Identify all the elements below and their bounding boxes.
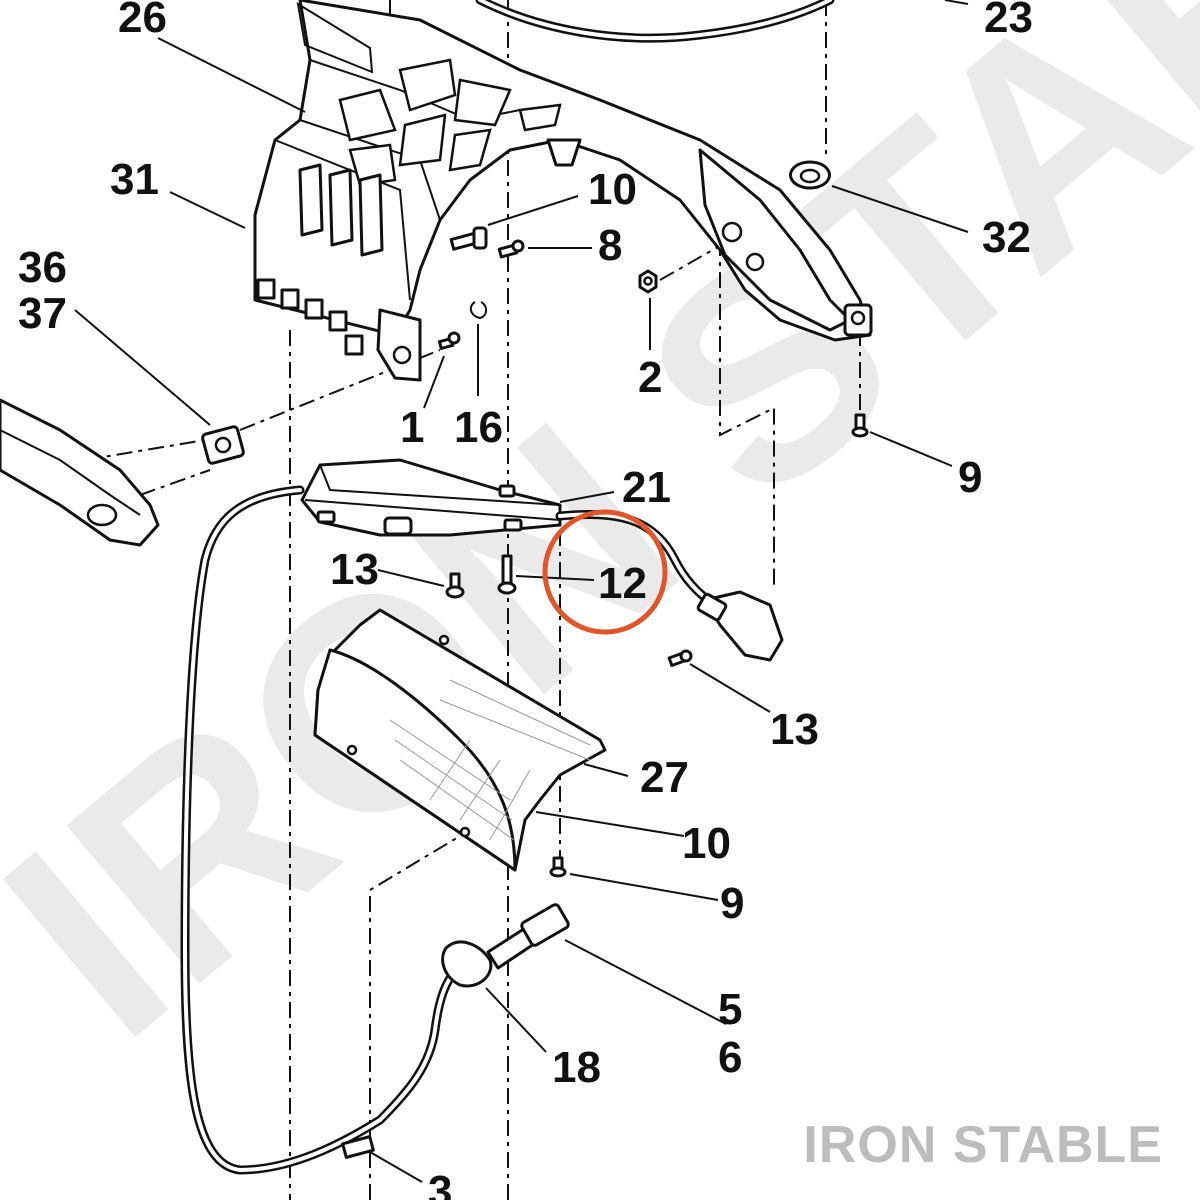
cable-23 [475,0,835,43]
callout-13-left: 13 [330,545,379,594]
cover-grid [389,679,591,841]
callout-5: 5 [718,985,742,1034]
callout-2: 2 [638,353,662,402]
callout-36: 36 [18,243,67,292]
callout-3: 3 [428,1167,452,1200]
callout-12: 12 [598,559,647,608]
screw-13-right [667,649,693,667]
nut-2-hole [643,276,653,286]
callout-21: 21 [622,463,671,512]
callout-10-upper: 10 [588,165,637,214]
control-module-21 [300,458,562,537]
screw-9-lower [549,856,567,878]
mounting-bracket [253,0,873,382]
callout-31: 31 [110,155,159,204]
screw-8 [497,239,525,259]
callout-labels: 26 23 31 10 8 32 36 37 2 1 16 9 21 13 12… [18,0,1033,1200]
callout-23: 23 [984,0,1033,42]
cover-27 [313,608,607,872]
bracket-cutouts [338,58,562,187]
callout-6: 6 [718,1033,742,1082]
leader-lines [74,0,969,1183]
callout-10-lower: 10 [682,819,731,868]
clip-16 [469,301,488,320]
bracket-tabs [256,278,364,356]
harness-right [555,509,784,662]
bolt-10-upper [449,226,488,251]
cable-18 [180,485,570,1175]
callout-37: 37 [18,289,67,338]
callout-26: 26 [118,0,167,42]
callout-8: 8 [598,221,622,270]
screw-12 [497,554,517,595]
callout-9-upper: 9 [958,453,982,502]
screw-13-left [445,572,465,599]
brand-mark: IRON STABLE [803,1116,1163,1174]
screw-1 [437,331,461,350]
callout-32: 32 [982,213,1031,262]
bracket-fins [298,163,384,257]
callout-9-lower: 9 [720,879,744,928]
connector-36-37 [201,425,245,465]
callout-13-right: 13 [770,705,819,754]
callout-27: 27 [640,753,689,802]
callout-1: 1 [400,403,424,452]
callout-16: 16 [454,403,503,452]
callout-18: 18 [552,1043,601,1092]
side-rail [0,398,160,547]
highlight-circle [542,509,668,635]
screw-9-upper [851,413,869,438]
